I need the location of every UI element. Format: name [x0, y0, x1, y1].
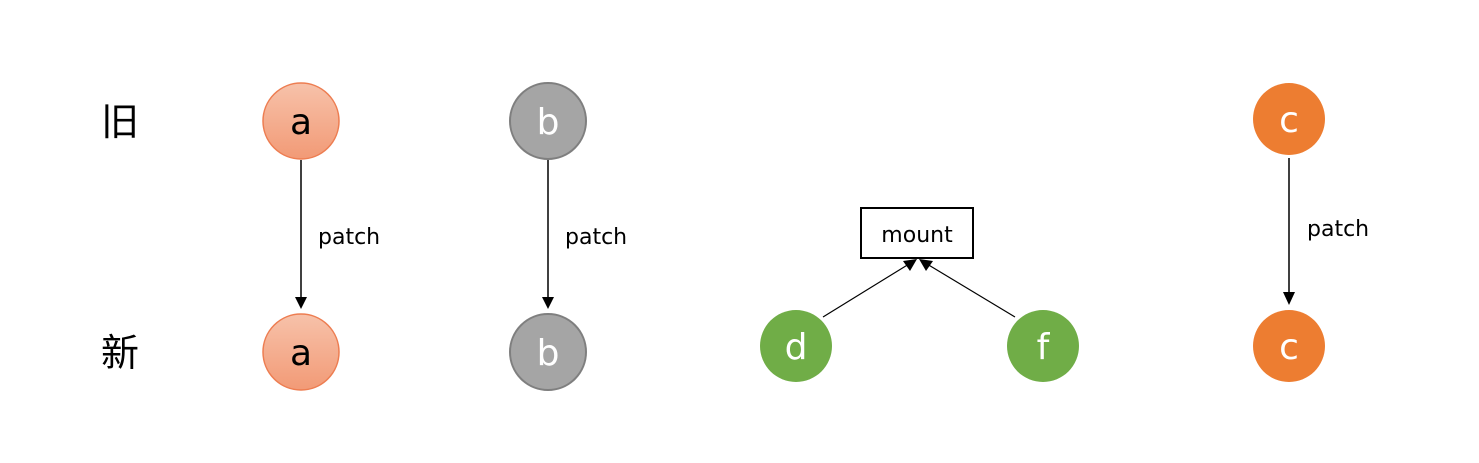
mount-group: mount d f [760, 207, 1079, 382]
edge-d-to-mount-arrowhead [903, 259, 917, 271]
column-b: b patch b [509, 82, 627, 391]
node-new-a [262, 313, 340, 391]
node-new-f-label: f [1037, 327, 1051, 368]
edge-patch-c-label: patch [1307, 217, 1369, 242]
edge-patch-b-label: patch [565, 225, 627, 250]
edge-patch-b-arrowhead [542, 297, 554, 309]
edge-patch-a-label: patch [318, 225, 380, 250]
edge-patch-a-arrowhead [295, 297, 307, 309]
node-old-c [1253, 83, 1325, 155]
row-label-new: 新 [101, 331, 139, 375]
mount-box-label: mount [881, 223, 953, 248]
node-old-b-label: b [537, 102, 560, 143]
node-new-a-label: a [290, 333, 312, 374]
node-old-a [262, 82, 340, 160]
row-label-old: 旧 [101, 100, 139, 144]
node-old-b [509, 82, 587, 160]
node-new-c [1253, 310, 1325, 382]
column-a: a patch a [262, 82, 380, 391]
edge-patch-c-arrowhead [1283, 292, 1295, 305]
node-old-c-label: c [1279, 100, 1299, 141]
edge-d-to-mount [822, 263, 910, 318]
edge-f-to-mount [926, 263, 1016, 318]
node-new-b [509, 313, 587, 391]
column-c: c patch c [1253, 83, 1369, 382]
node-old-a-label: a [290, 102, 312, 143]
node-new-c-label: c [1279, 327, 1299, 368]
mount-box [860, 207, 974, 259]
edge-f-to-mount-arrowhead [919, 259, 933, 271]
node-new-f [1007, 310, 1079, 382]
node-new-d [760, 310, 832, 382]
node-new-d-label: d [785, 327, 808, 368]
node-new-b-label: b [537, 333, 560, 374]
